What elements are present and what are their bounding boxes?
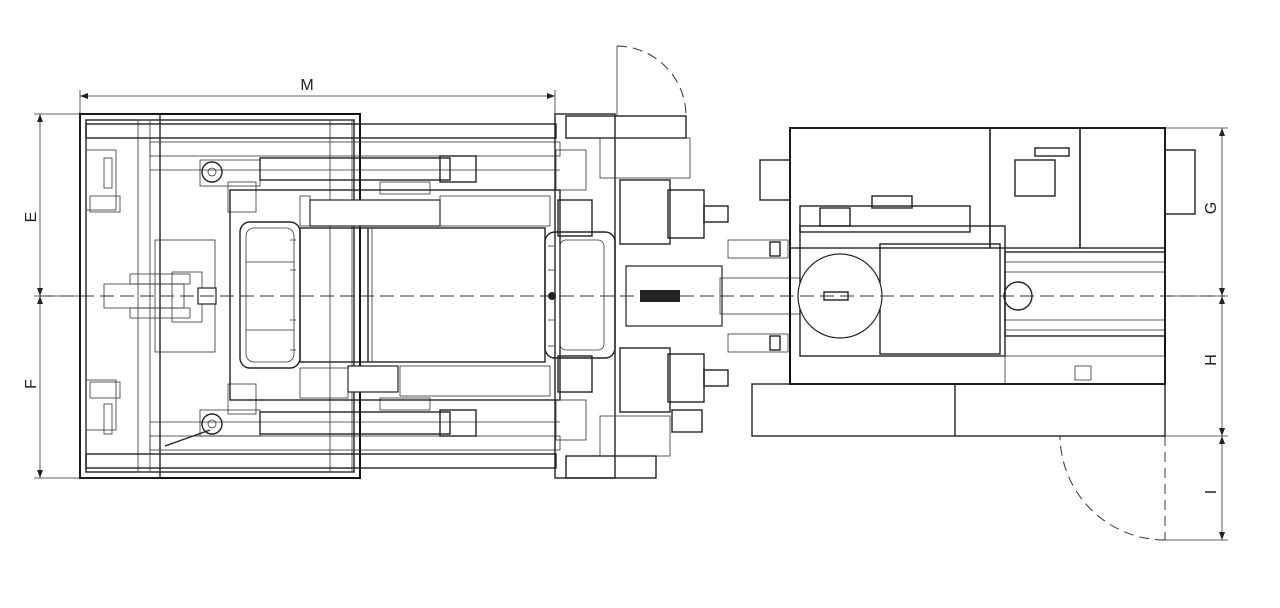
- right-cabinet: [759, 127, 1196, 385]
- dim-label-e: E: [23, 212, 40, 223]
- dim-label-i: I: [1203, 490, 1220, 494]
- door-swing-arcs: [616, 45, 1166, 541]
- rails: [85, 123, 561, 469]
- dimension-m: M: [79, 77, 556, 130]
- dim-label-m: M: [300, 77, 313, 94]
- center-mark: [548, 292, 556, 300]
- dim-label-f: F: [23, 379, 40, 389]
- central-bed: [229, 189, 616, 401]
- dim-label-h: H: [1203, 354, 1220, 366]
- base-plinth: [751, 383, 1166, 437]
- dim-label-g: G: [1203, 202, 1220, 214]
- dimension-g-h-i: G H I: [1165, 127, 1228, 541]
